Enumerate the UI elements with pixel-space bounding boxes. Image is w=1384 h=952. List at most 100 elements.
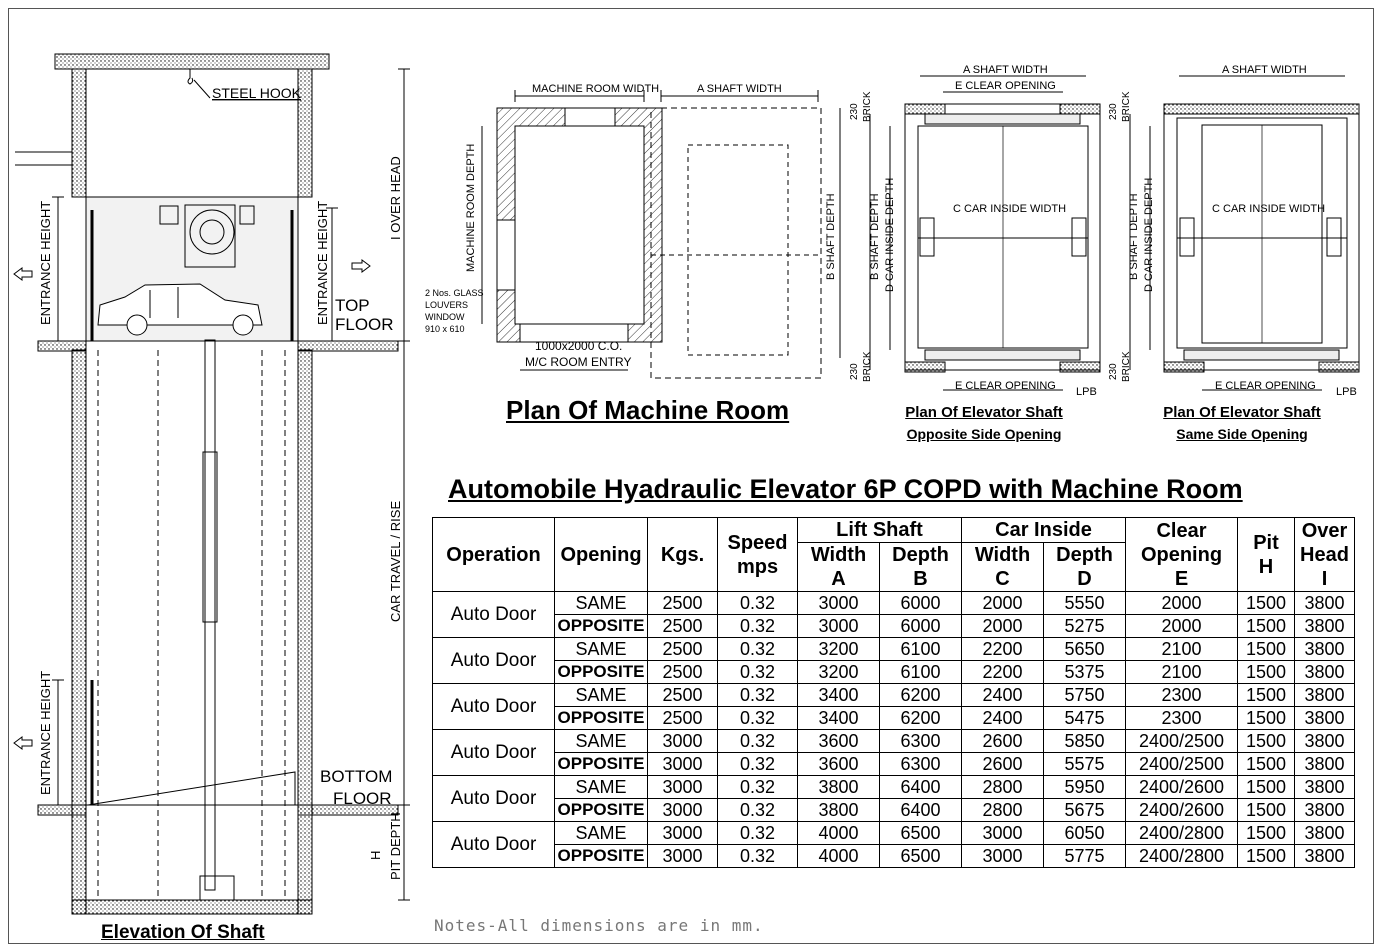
cell-h: 1500 — [1237, 660, 1295, 684]
cell-e: 2400/2800 — [1125, 844, 1238, 868]
operation-cell: Auto Door — [432, 729, 555, 776]
operation-cell: Auto Door — [432, 821, 555, 868]
b-shaft-depth-label: B SHAFT DEPTH — [869, 193, 881, 280]
cell-kgs: 3000 — [647, 821, 718, 845]
a-shaft-width-label: A SHAFT WIDTH — [697, 83, 782, 95]
cell-speed: 0.32 — [717, 752, 798, 776]
arrow-icon — [351, 259, 371, 273]
cell-i: 3800 — [1294, 614, 1355, 638]
lpb-label: LPB — [1076, 386, 1097, 398]
cell-d: 5650 — [1043, 637, 1126, 661]
cell-i: 3800 — [1294, 637, 1355, 661]
machine-room-labels: MACHINE ROOM WIDTH A SHAFT WIDTH MACHINE… — [425, 83, 837, 369]
elevation-labels: STEEL HOOK ENTRANCE HEIGHT ENTRANCE HEIG… — [38, 85, 403, 880]
cell-c: 2200 — [961, 660, 1044, 684]
entrance-height-bottom: ENTRANCE HEIGHT — [38, 671, 53, 795]
opening-cell: SAME — [554, 683, 648, 707]
cell-c: 2400 — [961, 683, 1044, 707]
cell-h: 1500 — [1237, 614, 1295, 638]
operation-cell: Auto Door — [432, 683, 555, 730]
bottom-floor-left — [37, 804, 87, 816]
louvers-label-3: WINDOW — [425, 312, 465, 322]
lpb-label: LPB — [1336, 386, 1357, 398]
cell-i: 3800 — [1294, 591, 1355, 615]
cell-d: 6050 — [1043, 821, 1126, 845]
cell-b: 6300 — [879, 752, 962, 776]
cell-c: 2800 — [961, 775, 1044, 799]
cell-e: 2400/2600 — [1125, 775, 1238, 799]
b-shaft-depth-label: B SHAFT DEPTH — [1128, 193, 1140, 280]
col-kgs: Kgs. — [647, 517, 718, 592]
drawing-frame — [8, 8, 1374, 944]
top-floor-label-1: TOP — [335, 296, 370, 315]
cell-kgs: 2500 — [647, 683, 718, 707]
opening-cell: OPPOSITE — [554, 660, 648, 684]
dim-230: 230 — [1108, 363, 1119, 380]
opening-cell: SAME — [554, 775, 648, 799]
col-lift-shaft: Lift Shaft — [797, 517, 962, 543]
cell-e: 2000 — [1125, 591, 1238, 615]
cell-i: 3800 — [1294, 821, 1355, 845]
cell-h: 1500 — [1237, 591, 1295, 615]
dim-230: 230 — [849, 363, 860, 380]
cell-b: 6100 — [879, 637, 962, 661]
a-shaft-width-label: A SHAFT WIDTH — [963, 64, 1048, 76]
cell-kgs: 3000 — [647, 844, 718, 868]
steel-hook-label: STEEL HOOK — [212, 85, 302, 101]
cell-a: 4000 — [797, 821, 880, 845]
cell-c: 2000 — [961, 614, 1044, 638]
pit-slab — [71, 899, 313, 915]
cell-c: 2400 — [961, 706, 1044, 730]
top-floor-label-2: FLOOR — [335, 315, 394, 334]
bottom-floor-label-1: BOTTOM — [320, 767, 392, 786]
cell-d: 5850 — [1043, 729, 1126, 753]
entry-label-1: 1000x2000 C.O. — [535, 339, 622, 353]
cell-kgs: 2500 — [647, 706, 718, 730]
cell-d: 5675 — [1043, 798, 1126, 822]
plan-same-title: Plan Of Elevator Shaft — [1163, 404, 1321, 421]
cell-e: 2400/2500 — [1125, 752, 1238, 776]
cell-d: 5475 — [1043, 706, 1126, 730]
cell-a: 3000 — [797, 614, 880, 638]
cell-d: 5275 — [1043, 614, 1126, 638]
pit-h-label: H — [368, 851, 383, 860]
mr-width-label: MACHINE ROOM WIDTH — [532, 83, 659, 95]
cell-kgs: 3000 — [647, 729, 718, 753]
cell-b: 6200 — [879, 706, 962, 730]
notes: Notes-All dimensions are in mm. — [434, 916, 764, 935]
cell-kgs: 2500 — [647, 614, 718, 638]
c-car-inside-width-label: C CAR INSIDE WIDTH — [1212, 203, 1325, 215]
opening-cell: SAME — [554, 821, 648, 845]
plan-same-subtitle: Same Side Opening — [1176, 426, 1308, 442]
elevation-title: Elevation Of Shaft — [101, 922, 265, 943]
cell-b: 6500 — [879, 821, 962, 845]
cell-h: 1500 — [1237, 729, 1295, 753]
b-shaft-depth-label: B SHAFT DEPTH — [825, 193, 837, 280]
cell-h: 1500 — [1237, 706, 1295, 730]
cell-speed: 0.32 — [717, 729, 798, 753]
d-car-inside-depth-label: D CAR INSIDE DEPTH — [884, 178, 896, 292]
brick-label: BRICK — [1121, 91, 1132, 122]
cell-kgs: 2500 — [647, 660, 718, 684]
cell-c: 3000 — [961, 821, 1044, 845]
cell-a: 3400 — [797, 683, 880, 707]
plan-machine-room-title: Plan Of Machine Room — [506, 395, 790, 425]
plan-shaft-same — [1129, 75, 1360, 391]
roof-slab — [54, 53, 330, 70]
cell-b: 6400 — [879, 775, 962, 799]
cell-i: 3800 — [1294, 775, 1355, 799]
cell-b: 6300 — [879, 729, 962, 753]
